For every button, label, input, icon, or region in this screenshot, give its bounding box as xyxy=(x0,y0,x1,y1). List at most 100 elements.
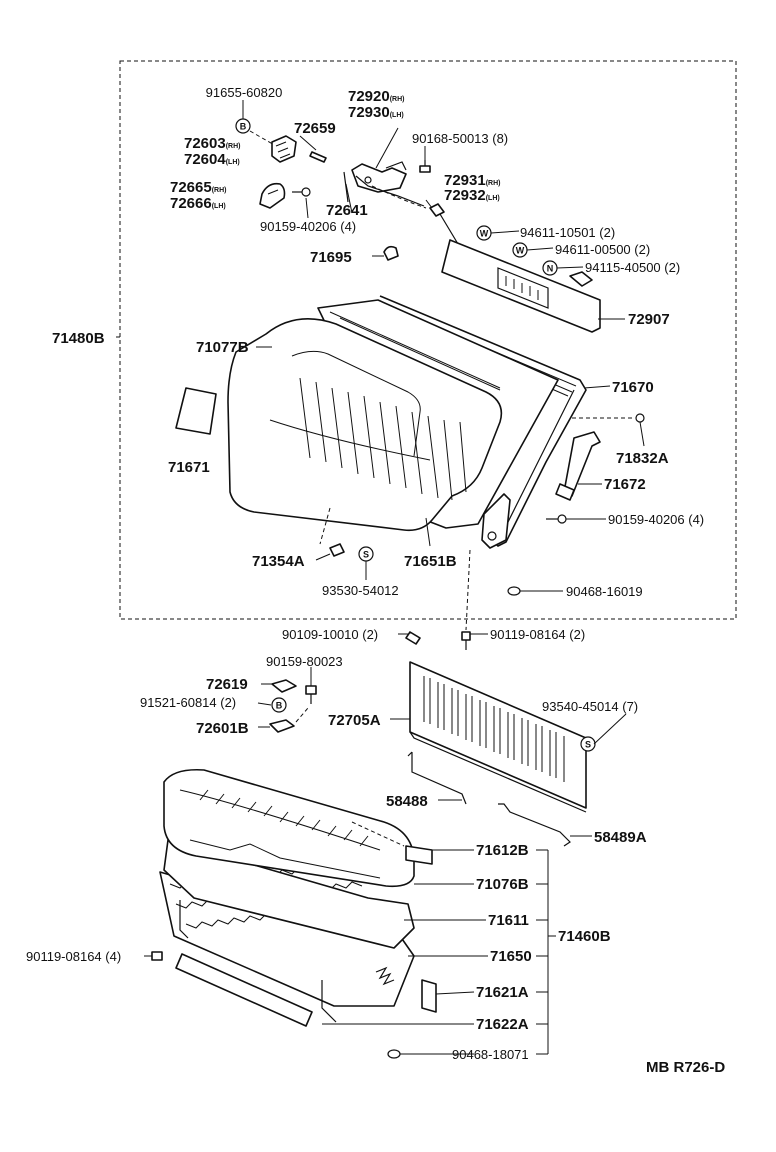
label-72930: 72930(LH) xyxy=(348,104,404,121)
svg-text:S: S xyxy=(585,740,591,750)
label-71460b: 71460B xyxy=(558,928,611,945)
label-71077b: 71077B xyxy=(196,339,249,356)
washer-w2-symbol: W xyxy=(512,242,528,258)
label-71651b: 71651B xyxy=(404,553,457,570)
leader-91655 xyxy=(249,130,277,147)
svg-text:B: B xyxy=(276,701,283,711)
screw-90159-a-part xyxy=(292,187,311,197)
svg-text:S: S xyxy=(363,550,369,560)
label-93530-54012: 93530-54012 xyxy=(322,583,399,598)
label-58488: 58488 xyxy=(386,793,428,810)
block-guide-dash xyxy=(351,821,405,847)
label-72641: 72641 xyxy=(326,202,368,219)
cover-71077b-part xyxy=(227,318,503,532)
pin-72659-part xyxy=(309,151,327,163)
part-labels: 91655-60820 72603(RH) 72604(LH) 72659 72… xyxy=(26,85,725,1076)
label-72665: 72665(RH) xyxy=(170,179,227,196)
cable-72641-part xyxy=(343,171,425,207)
pad-71611-part xyxy=(163,839,415,949)
label-90159-40206-b: 90159-40206 (4) xyxy=(608,512,704,527)
clip-s-symbol-upper: S xyxy=(358,546,374,562)
bracket-72907-part xyxy=(441,239,601,333)
screw-90159-b-part xyxy=(546,514,567,524)
label-71672: 71672 xyxy=(604,476,646,493)
label-90468-18071: 90468-18071 xyxy=(452,1047,529,1062)
label-72666: 72666(LH) xyxy=(170,195,226,212)
label-72601b: 72601B xyxy=(196,720,249,737)
bolt-90159-80023-part xyxy=(305,685,317,704)
symbol-b-text: B xyxy=(240,122,247,132)
spring-part xyxy=(375,966,395,986)
label-90159-80023: 90159-80023 xyxy=(266,654,343,669)
strip-71622a-part xyxy=(175,953,313,1027)
svg-text:W: W xyxy=(480,229,489,239)
clip-90468-16019-part xyxy=(507,586,521,596)
label-72932: 72932(LH) xyxy=(444,187,500,204)
bolt-guide-dash xyxy=(465,549,471,631)
bolt-90109-part xyxy=(405,631,421,645)
label-71671: 71671 xyxy=(168,459,210,476)
bolt-90168-part xyxy=(419,160,431,173)
bolt-90119-b-part xyxy=(151,951,163,961)
label-71832a: 71832A xyxy=(616,450,669,467)
label-71612b: 71612B xyxy=(476,842,529,859)
label-71695: 71695 xyxy=(310,249,352,266)
label-72604: 72604(LH) xyxy=(184,151,240,168)
screw-71832a-part xyxy=(635,413,645,423)
knob-71695-part xyxy=(383,245,399,261)
label-90468-16019: 90468-16019 xyxy=(566,584,643,599)
latch-72603-part xyxy=(271,135,297,163)
label-72931: 72931(RH) xyxy=(444,172,501,189)
label-71650: 71650 xyxy=(490,948,532,965)
washer-b-symbol-lower: B xyxy=(271,697,287,713)
hinge-72920-part xyxy=(351,161,407,193)
svg-text:W: W xyxy=(516,246,525,256)
washer-w1-symbol: W xyxy=(476,225,492,241)
seatback-assembly-boundary xyxy=(119,60,737,620)
bolt-90119-a-part xyxy=(461,631,471,650)
label-72705a: 72705A xyxy=(328,712,381,729)
handle-71672-part xyxy=(555,431,601,501)
label-91521-60814: 91521-60814 (2) xyxy=(140,695,236,710)
cover-72619-part xyxy=(271,679,297,693)
label-71670: 71670 xyxy=(612,379,654,396)
cover-72665-part xyxy=(259,182,286,209)
label-71611: 71611 xyxy=(488,912,529,929)
label-90119-08164-a: 90119-08164 (2) xyxy=(490,627,585,642)
label-94611-00500: 94611-00500 (2) xyxy=(555,242,650,257)
label-72920: 72920(RH) xyxy=(348,88,405,105)
clip-s-symbol-lower: S xyxy=(580,736,596,752)
label-90168-50013: 90168-50013 (8) xyxy=(412,131,508,146)
label-91655-60820: 91655-60820 xyxy=(206,85,283,100)
wire-58489a-part xyxy=(498,803,571,847)
wire-58488-part xyxy=(407,751,467,805)
nut-n-symbol: N xyxy=(542,260,558,276)
clip-90468-18071-part xyxy=(387,1049,401,1059)
cable-guide-dash xyxy=(371,185,427,209)
cover-71076b-part xyxy=(163,768,415,888)
label-71622a: 71622A xyxy=(476,1016,529,1033)
board-72705a-part xyxy=(409,661,587,813)
diagram-code: MB R726-D xyxy=(646,1059,725,1076)
label-71076b: 71076B xyxy=(476,876,529,893)
label-93540-45014: 93540-45014 (7) xyxy=(542,699,638,714)
label-72907: 72907 xyxy=(628,311,670,328)
label-90109-10010: 90109-10010 (2) xyxy=(282,627,378,642)
clip-71354a-part xyxy=(329,543,345,557)
leader-lines xyxy=(116,100,645,1055)
clip-guide-dash xyxy=(319,507,331,545)
label-71354a: 71354A xyxy=(252,553,305,570)
hook-72601b-part xyxy=(269,719,295,733)
panel-71671-part xyxy=(175,387,217,435)
washer-b-symbol: B xyxy=(235,118,251,134)
label-71480b: 71480B xyxy=(52,330,105,347)
lower-hinge-bracket-part xyxy=(481,493,511,549)
label-90159-40206-a: 90159-40206 (4) xyxy=(260,219,356,234)
label-72603: 72603(RH) xyxy=(184,135,241,152)
label-90119-08164-b: 90119-08164 (4) xyxy=(26,949,121,964)
label-58489a: 58489A xyxy=(594,829,647,846)
label-94611-10501: 94611-10501 (2) xyxy=(520,225,615,240)
pad-71621a-part xyxy=(421,979,437,1013)
